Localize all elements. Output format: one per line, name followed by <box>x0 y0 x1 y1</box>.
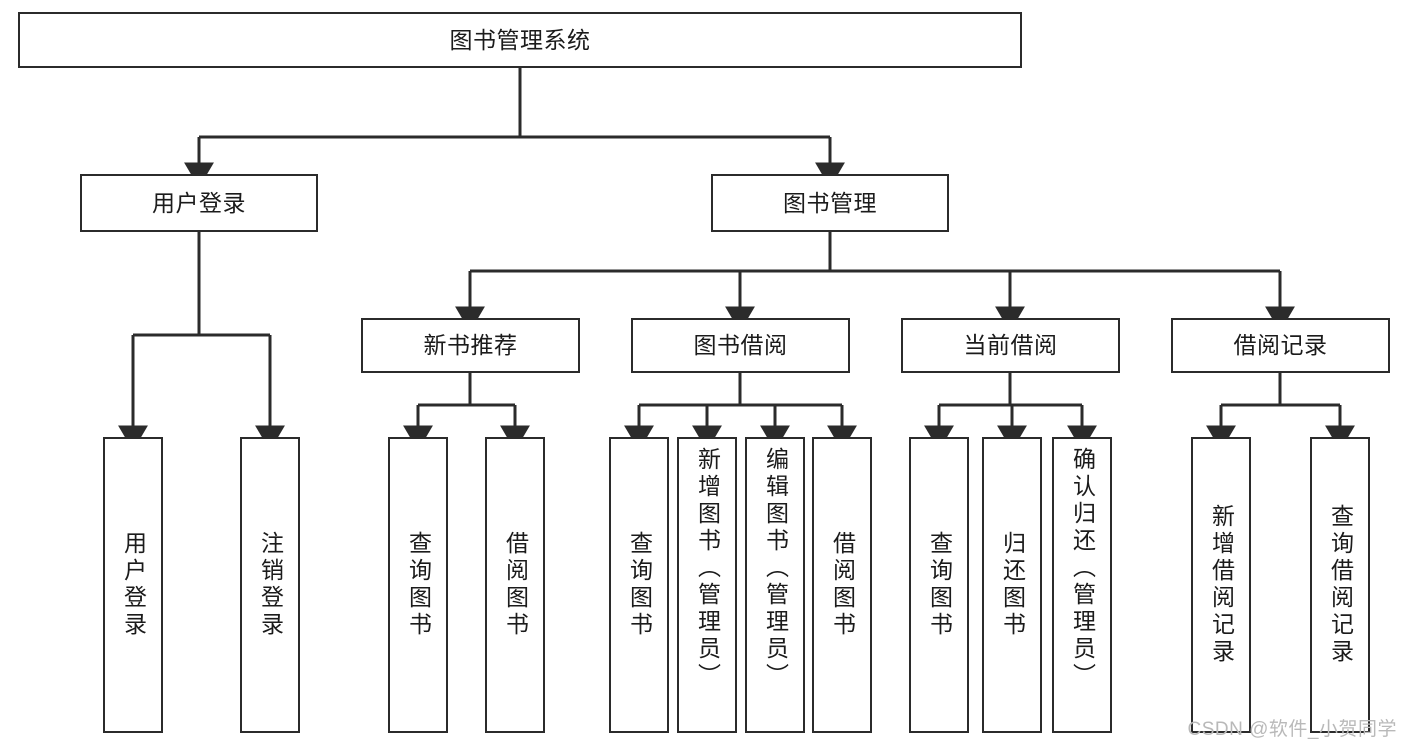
node-current-borrowing[interactable]: 当前借阅 <box>901 318 1120 373</box>
node-label: 借阅图书 <box>502 531 529 639</box>
node-book-borrowing[interactable]: 图书借阅 <box>631 318 850 373</box>
edge-user-login-to-leaves <box>118 232 285 451</box>
node-leaf-borrow-book-2[interactable]: 借阅图书 <box>812 437 872 733</box>
node-leaf-user-logout[interactable]: 注销登录 <box>240 437 300 733</box>
edge-book-manage-to-level3 <box>455 232 1295 332</box>
node-leaf-confirm-return-admin[interactable]: 确认归还（管理员） <box>1052 437 1112 733</box>
node-leaf-borrow-book-1[interactable]: 借阅图书 <box>485 437 545 733</box>
node-borrow-record[interactable]: 借阅记录 <box>1171 318 1390 373</box>
node-label: 当前借阅 <box>963 332 1058 359</box>
node-leaf-edit-book-admin[interactable]: 编辑图书（管理员） <box>745 437 805 733</box>
node-leaf-add-book-admin[interactable]: 新增图书（管理员） <box>677 437 737 733</box>
node-leaf-query-borrow-record[interactable]: 查询借阅记录 <box>1310 437 1370 733</box>
node-label: 图书管理 <box>783 189 877 216</box>
node-label: 编辑图书（管理员） <box>762 447 789 690</box>
node-label: 借阅记录 <box>1233 332 1328 359</box>
node-user-login[interactable]: 用户登录 <box>80 174 318 232</box>
edge-current-borrow-to-leaves <box>924 373 1097 451</box>
node-root-system[interactable]: 图书管理系统 <box>18 12 1022 68</box>
node-label: 图书管理系统 <box>449 26 591 53</box>
node-label: 新书推荐 <box>423 332 518 359</box>
edge-root-to-level2 <box>184 68 845 188</box>
node-leaf-query-book-1[interactable]: 查询图书 <box>388 437 448 733</box>
node-label: 确认归还（管理员） <box>1069 447 1096 690</box>
node-label: 借阅图书 <box>829 531 856 639</box>
node-label: 注销登录 <box>257 531 284 639</box>
node-label: 用户登录 <box>120 531 147 639</box>
node-leaf-return-book[interactable]: 归还图书 <box>982 437 1042 733</box>
node-leaf-add-borrow-record[interactable]: 新增借阅记录 <box>1191 437 1251 733</box>
node-new-book-recommendation[interactable]: 新书推荐 <box>361 318 580 373</box>
node-label: 新增图书（管理员） <box>694 447 721 690</box>
node-label: 查询图书 <box>405 531 432 639</box>
node-leaf-user-login[interactable]: 用户登录 <box>103 437 163 733</box>
edge-new-book-rec-to-leaves <box>403 373 530 451</box>
node-label: 归还图书 <box>999 531 1026 639</box>
node-label: 查询图书 <box>626 531 653 639</box>
node-label: 用户登录 <box>152 189 246 216</box>
node-leaf-query-book-2[interactable]: 查询图书 <box>609 437 669 733</box>
node-label: 新增借阅记录 <box>1208 504 1235 666</box>
node-label: 查询图书 <box>926 531 953 639</box>
edge-book-borrow-to-leaves <box>624 373 857 451</box>
node-label: 图书借阅 <box>693 332 788 359</box>
node-leaf-query-book-3[interactable]: 查询图书 <box>909 437 969 733</box>
node-book-management[interactable]: 图书管理 <box>711 174 949 232</box>
edge-borrow-record-to-leaves <box>1206 373 1355 451</box>
node-label: 查询借阅记录 <box>1327 504 1354 666</box>
